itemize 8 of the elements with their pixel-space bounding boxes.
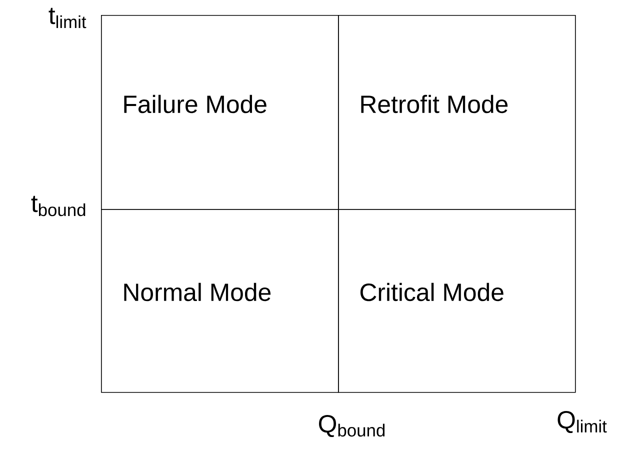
axis-label: t$_{limit}$ (48, 8, 86, 28)
axis-label: Q$_{limit}$ (558, 410, 607, 434)
quadrant-box: Retrofit Mode (338, 15, 576, 210)
quadrant-box: Normal Mode (101, 209, 339, 393)
quadrant-box: Critical Mode (338, 209, 576, 393)
quadrant-box: Failure Mode (101, 15, 339, 210)
axis-label: Q$_{bound}$ (319, 414, 385, 438)
axis-label: t$_{bound}$ (31, 196, 86, 216)
